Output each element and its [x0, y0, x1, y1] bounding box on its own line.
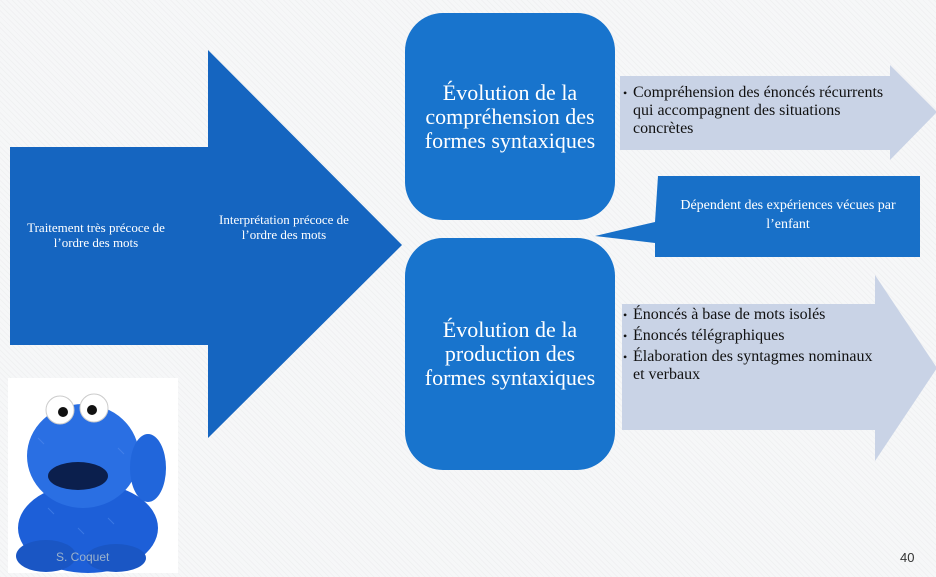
callout-shape — [595, 176, 920, 257]
footer-author: S. Coquet — [56, 550, 110, 564]
production-item: Énoncés à base de mots isolés — [623, 306, 873, 324]
comprehension-list: Compréhension des énoncés récurrents qui… — [623, 84, 885, 141]
callout-text: Dépendent des expériences vécues par l’e… — [680, 198, 896, 232]
production-item: Énoncés télégraphiques — [623, 327, 873, 345]
production-box: Évolution de la production des formes sy… — [405, 238, 615, 470]
big-arrow-left-text: Traitement très précoce de l’ordre des m… — [27, 220, 165, 250]
comprehension-item: Compréhension des énoncés récurrents qui… — [623, 84, 885, 138]
production-box-title: Évolution de la production des formes sy… — [424, 317, 596, 390]
slide-number: 40 — [900, 550, 915, 565]
comprehension-box: Évolution de la compréhension des formes… — [405, 13, 615, 220]
big-arrow — [10, 50, 402, 438]
production-list: Énoncés à base de mots isolés Énoncés té… — [623, 306, 873, 387]
production-item: Élaboration des syntagmes nominaux et ve… — [623, 348, 873, 384]
big-arrow-right-text: Interprétation précoce de l’ordre des mo… — [219, 212, 349, 242]
comprehension-box-title: Évolution de la compréhension des formes… — [424, 79, 596, 153]
cookie-monster-plush-image — [8, 378, 178, 573]
